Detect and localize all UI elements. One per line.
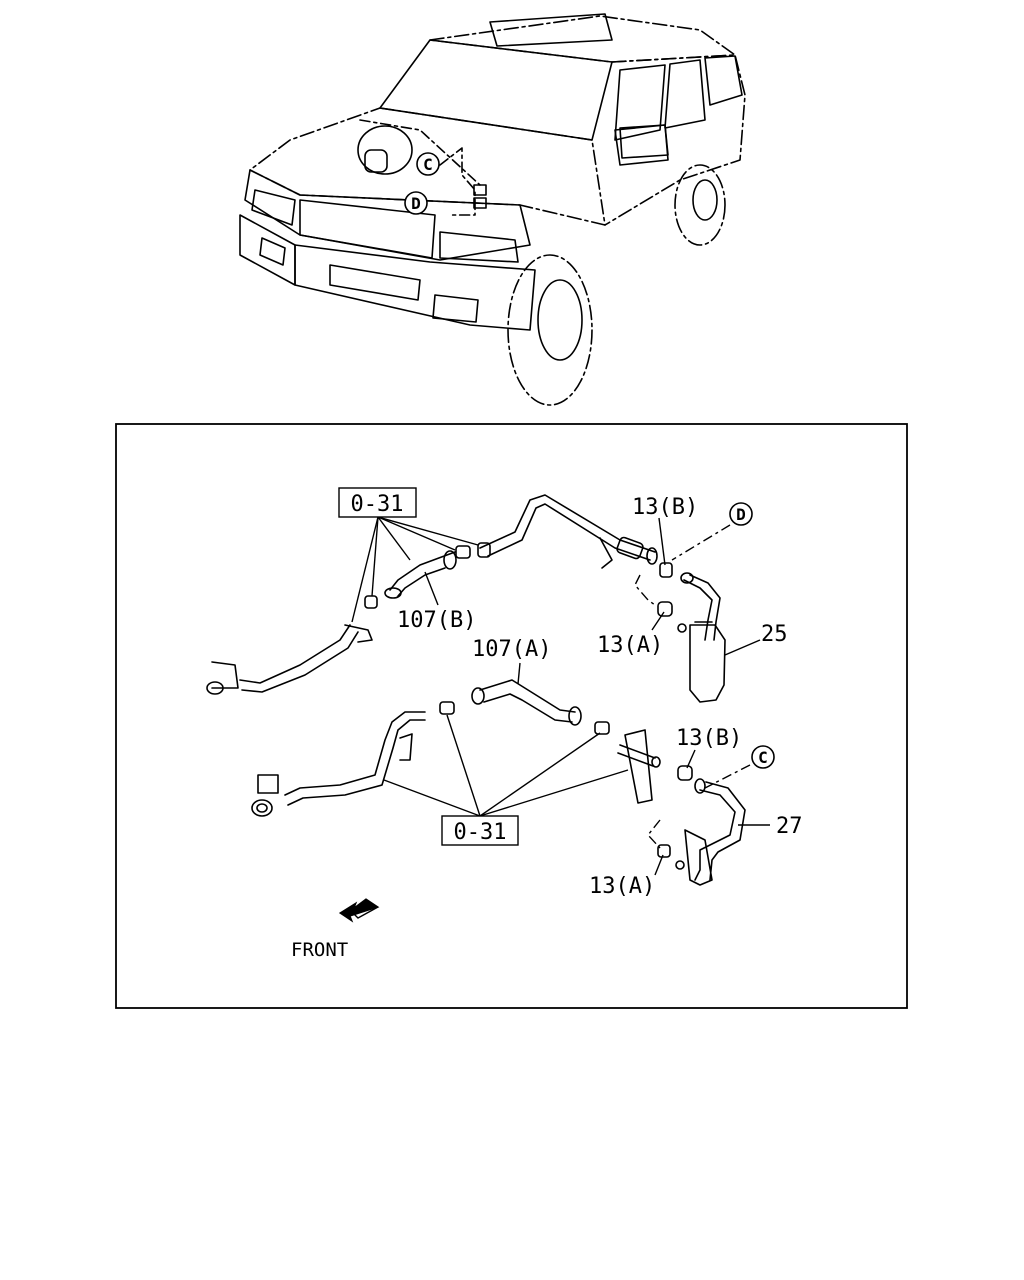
part-13b-upper-label: 13(B): [632, 495, 698, 520]
callout-d-label: D: [411, 194, 421, 213]
callout-d-vehicle: D: [404, 191, 428, 215]
callout-c-vehicle: C: [416, 152, 440, 176]
callout-d-detail-label: D: [736, 505, 746, 524]
part-25-label: 25: [761, 622, 788, 647]
part-13a-upper-label: 13(A): [597, 633, 663, 658]
upper-hose-assembly: [206, 494, 726, 703]
part-27-label: 27: [776, 814, 803, 839]
group-box-upper: 0-31: [338, 487, 417, 518]
vehicle-overview: [239, 13, 746, 406]
front-arrow-icon: [338, 898, 380, 923]
callout-c-detail-label: C: [758, 748, 768, 767]
group-box-lower: 0-31: [441, 815, 519, 846]
part-107a-label: 107(A): [472, 637, 551, 662]
front-label: FRONT: [291, 939, 348, 961]
part-13b-lower-label: 13(B): [676, 726, 742, 751]
part-107b-label: 107(B): [397, 608, 476, 633]
callout-c-label: C: [423, 155, 433, 174]
detail-frame: [115, 423, 908, 1009]
callout-c-detail: C: [751, 745, 775, 769]
group-box-upper-label: 0-31: [351, 492, 404, 517]
lower-hose-assembly: [251, 679, 746, 886]
group-box-lower-label: 0-31: [454, 820, 507, 845]
leader-lines: [351, 516, 770, 876]
part-13a-lower-label: 13(A): [589, 874, 655, 899]
callout-d-detail: D: [729, 502, 753, 526]
